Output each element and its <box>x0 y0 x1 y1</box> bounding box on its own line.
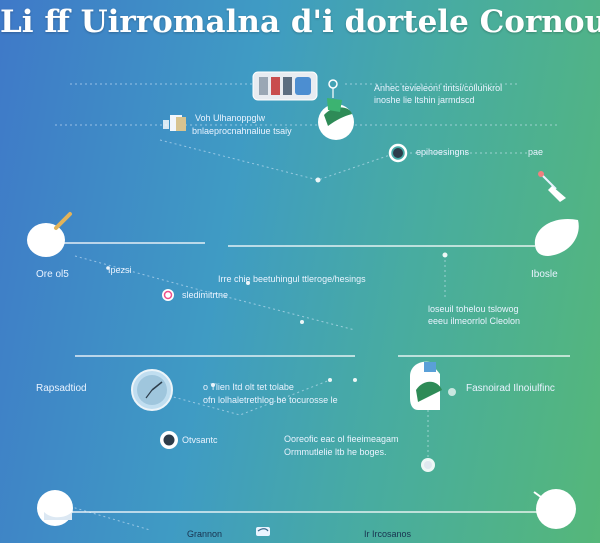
label-row3-mid-2: ofn lolhaletrethlog be tocurosse le <box>203 395 338 405</box>
connector-mid-diagonal <box>74 255 356 331</box>
label-row4-mid-2: Ormmutlelie ltb he boges. <box>284 447 387 457</box>
bottom-node-right <box>533 489 576 529</box>
label-bottom-left: Grannon <box>187 529 223 539</box>
divider-lines <box>60 242 570 513</box>
label-top-right-1: Anhec tevieleon! tintsi/colluhkrol <box>374 83 503 93</box>
label-mid-left-2: bnlaeprocnahnaliue tsaiy <box>192 126 292 136</box>
label-bottom-mid: Ir Ircosanos <box>364 529 412 539</box>
label-far-right: pae <box>528 147 544 157</box>
ring-marker-dark <box>160 431 178 449</box>
label-right-node: Ibosle <box>531 269 558 280</box>
label-right-mid-1: loseuil tohelou tslowog <box>428 304 519 314</box>
label-top-right-2: inoshe lie ltshin jarmdscd <box>374 95 475 105</box>
label-row3-left: Rapsadtiod <box>36 383 87 394</box>
gauge-icon <box>131 369 173 411</box>
ring-marker-pink <box>162 289 174 301</box>
label-left-small: Ipezsi <box>108 265 132 275</box>
label-row3-mid-1: o Tlien Itd olt tet tolabe <box>203 382 294 392</box>
label-mid-left-1: Voh Ulhanoppglw <box>195 113 266 123</box>
connector-dots <box>106 177 448 387</box>
bottom-node-left <box>37 490 73 526</box>
leaf-node-right <box>534 218 579 256</box>
ring-marker-top <box>388 143 408 163</box>
label-left-node: Ore ol5 <box>36 269 69 280</box>
toolbox-card <box>252 71 338 101</box>
connector-bottom-left <box>64 504 151 531</box>
plant-card <box>410 361 456 410</box>
label-ring-right: epihoesingns <box>416 147 470 157</box>
brush-node-left <box>27 212 72 257</box>
page-title: Li ff Uirromalna d'i dortele Cornouling <box>0 4 600 40</box>
label-row3-right: Fasnoirad Ilnoiulfinc <box>466 383 555 394</box>
bottom-brush-icon <box>256 527 270 536</box>
label-right-mid-2: eeeu ilmeorrlol Cleolon <box>428 316 521 326</box>
document-icon <box>163 115 186 131</box>
endpoint-node <box>421 458 435 472</box>
plant-node-top <box>318 98 354 140</box>
connector-diagonal <box>159 139 391 181</box>
brush-icon <box>538 171 566 202</box>
label-ring-left: sledimitrtne <box>182 290 229 300</box>
label-center: Irre chie beetuhingul ttleroge/hesings <box>218 274 366 284</box>
label-ring-bottom: Otvsantc <box>182 435 218 445</box>
label-row4-mid-1: Ooreofic eac ol fieeimeagam <box>284 434 399 444</box>
